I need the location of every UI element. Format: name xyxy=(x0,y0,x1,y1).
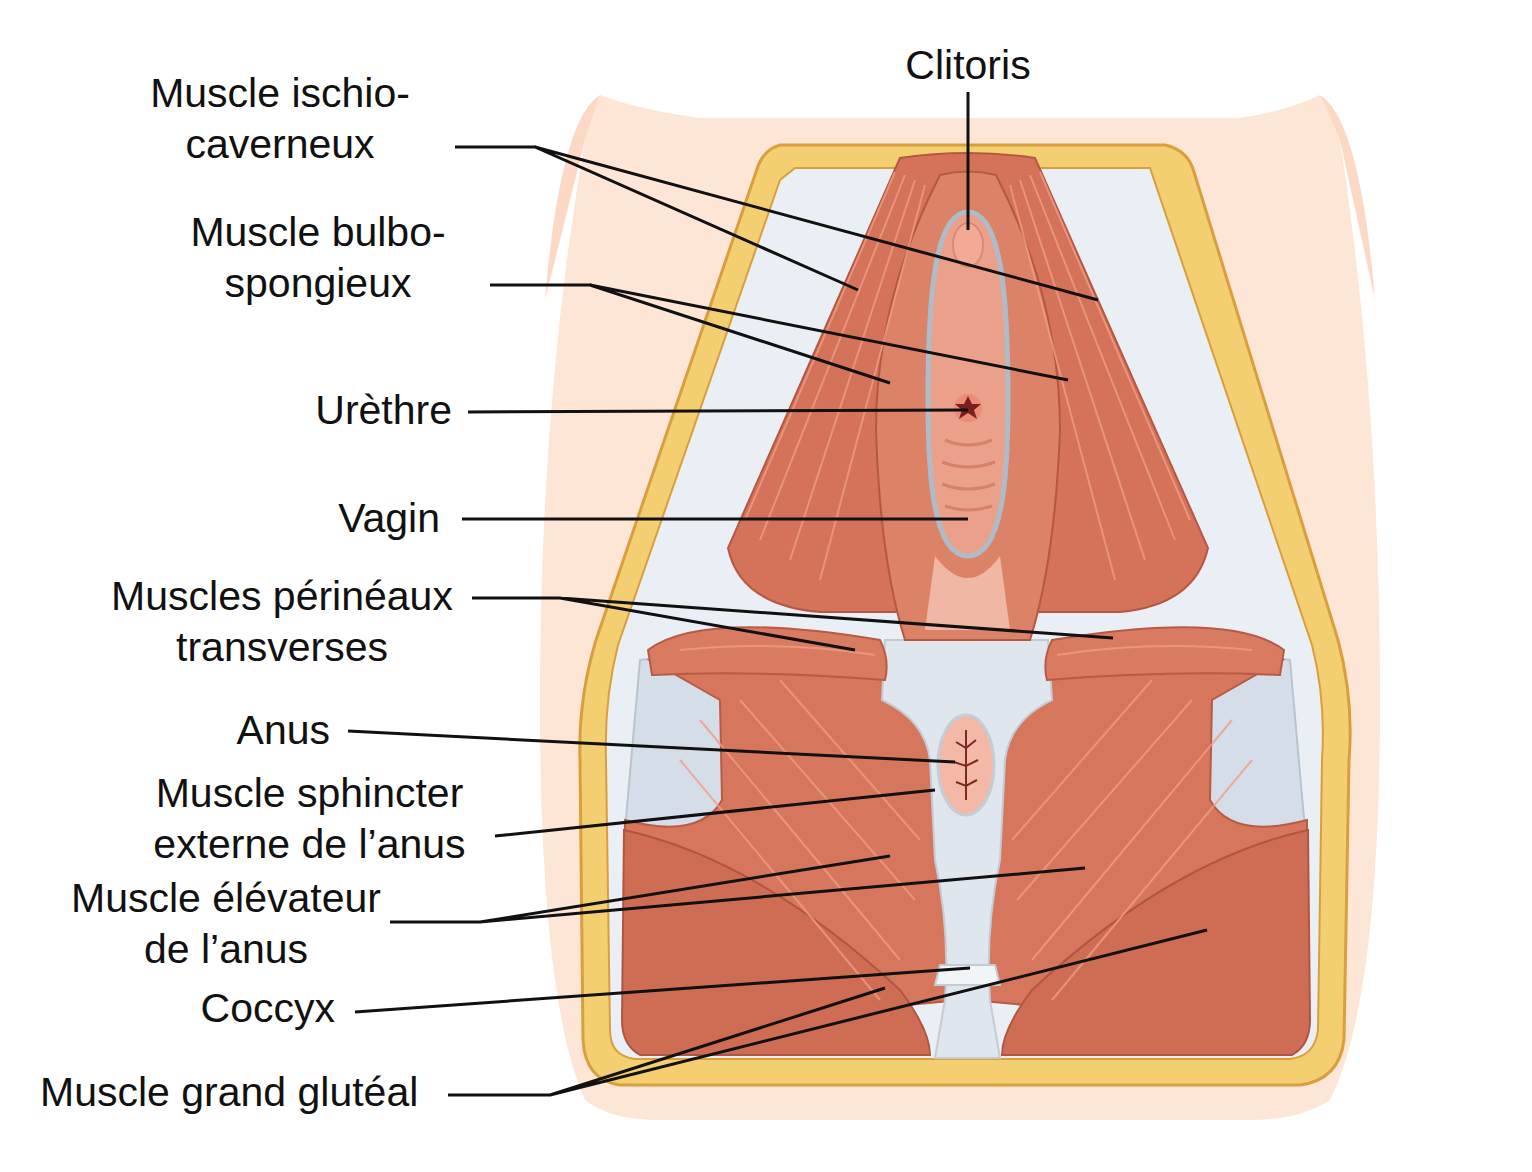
illustration-part xyxy=(448,930,1207,1095)
illustration-part xyxy=(462,518,968,521)
illustration-part xyxy=(1012,680,1252,1000)
anus xyxy=(938,715,994,815)
illustration-part xyxy=(455,147,1098,300)
label-organ: Urèthre xyxy=(252,385,452,436)
urethra-opening xyxy=(954,394,982,422)
label-bone: Coccyx xyxy=(135,983,335,1034)
fat-layer xyxy=(580,145,1350,1085)
bulbospongiosus xyxy=(876,172,1060,641)
label-muscle: Muscles périnéaux transverses xyxy=(97,571,467,673)
label-muscle: Muscle grand glutéal xyxy=(40,1067,450,1118)
label-muscle: Muscle bulbo-spongieux xyxy=(153,207,483,309)
illustration-part xyxy=(680,646,1252,655)
anal-folds xyxy=(954,730,978,800)
label-clitoris: Clitoris xyxy=(868,40,1068,91)
illustration-part xyxy=(490,285,1068,383)
label-muscle: Muscle ischio-caverneux xyxy=(110,68,450,170)
label-muscle: Muscle élévateur de l’anus xyxy=(56,873,396,975)
illustration-part xyxy=(967,92,970,230)
illustration-part xyxy=(390,856,1085,922)
illustration-part xyxy=(1010,172,1190,580)
label-organ: Anus xyxy=(130,705,330,756)
vaginal-ridges xyxy=(942,440,995,510)
cavity xyxy=(606,168,1323,1059)
label-organ: Vagin xyxy=(240,493,440,544)
label-muscle: Muscle sphincter externe de l’anus xyxy=(137,768,482,870)
leader-lines xyxy=(348,92,1207,1095)
skin xyxy=(540,95,1380,1120)
urethra-meatus xyxy=(955,396,981,419)
illustration-part xyxy=(472,598,1113,650)
illustration-part xyxy=(468,410,968,412)
illustration-part xyxy=(680,680,920,1000)
illustration-part xyxy=(348,731,955,762)
perineal-body xyxy=(925,556,1010,630)
central-tendon xyxy=(882,640,1052,1058)
illustration-part xyxy=(495,790,935,836)
